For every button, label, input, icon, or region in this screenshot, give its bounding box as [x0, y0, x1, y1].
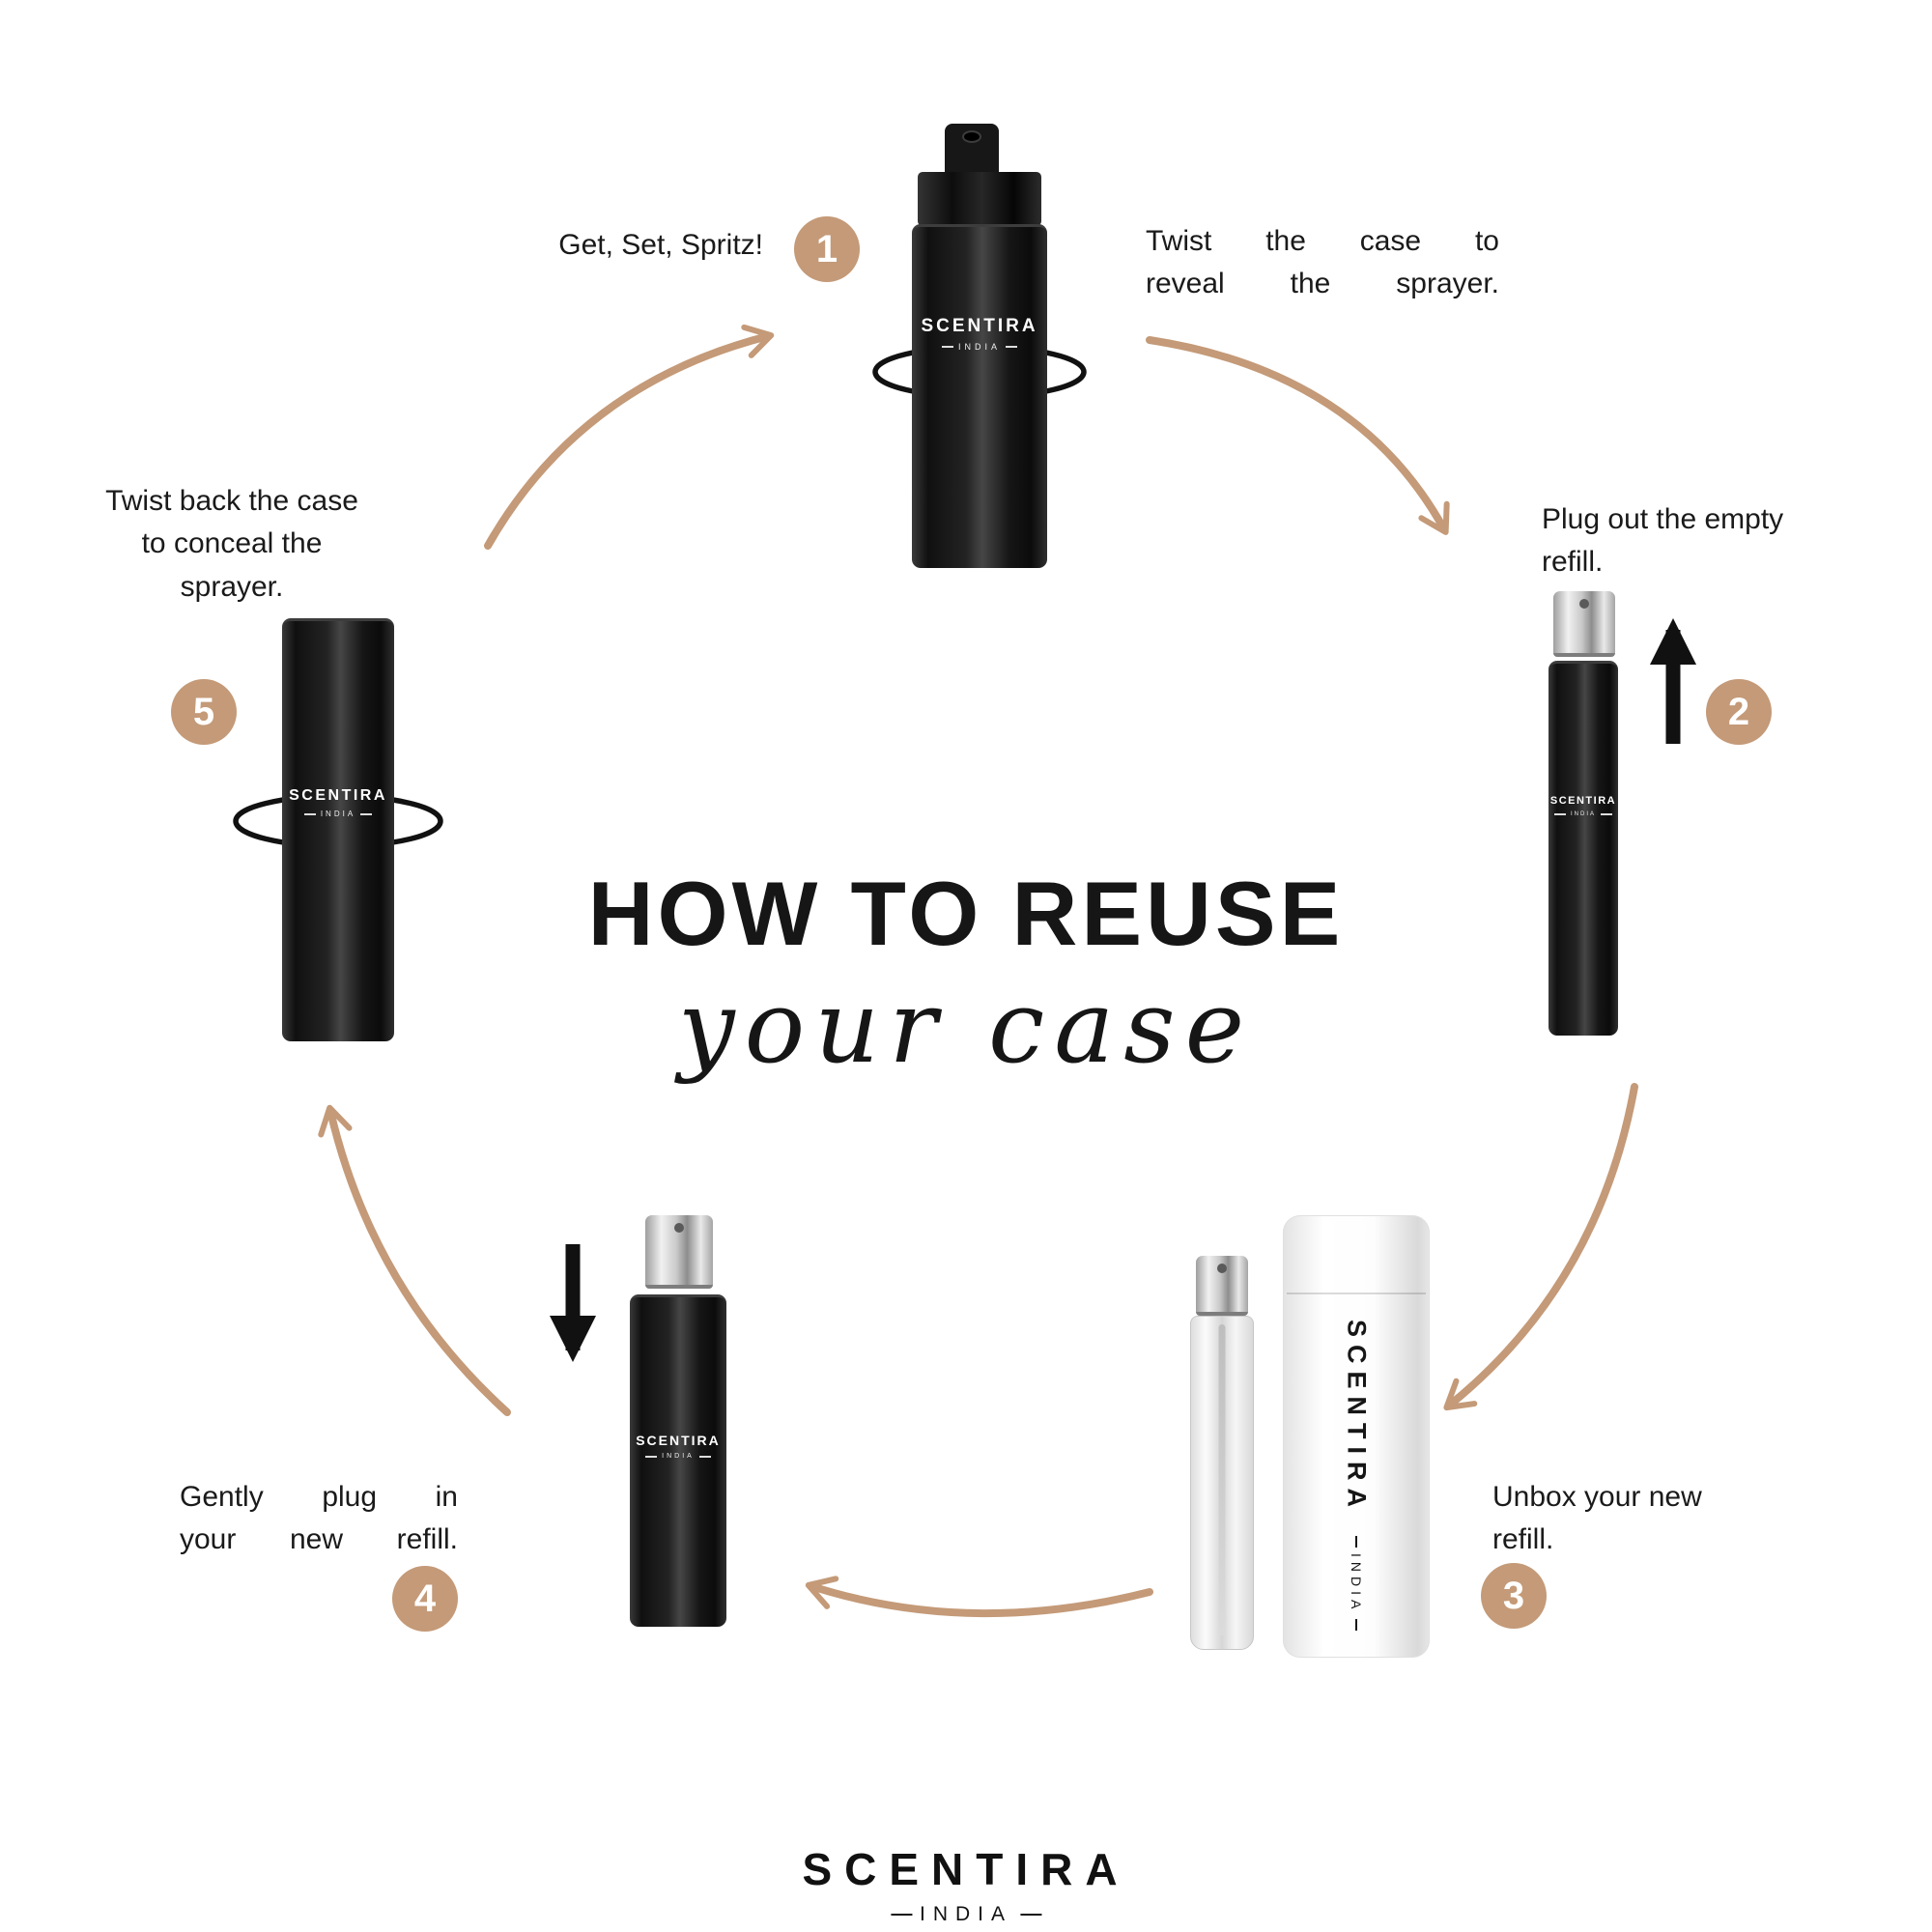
- refill-box-icon: SCENTIRA INDIA: [1283, 1215, 1430, 1658]
- black-case-icon: SCENTIRA INDIA: [630, 1294, 726, 1627]
- curved-arrow-step1-to-step2-icon: [1146, 336, 1450, 535]
- black-case-icon: SCENTIRA INDIA: [1548, 661, 1618, 1036]
- brand-logo-sub: INDIA: [802, 1903, 1129, 1926]
- title-script: your case: [677, 968, 1255, 1086]
- bottle-brand-sublabel: INDIA: [630, 1453, 726, 1460]
- step5-caption: Twist back the case to conceal the spray…: [105, 485, 358, 603]
- refill-box-brand-label: SCENTIRA: [1342, 1320, 1372, 1516]
- curved-arrow-step3-to-step4-icon: [805, 1576, 1153, 1618]
- curved-arrow-step5-to-step1-icon: [484, 324, 775, 550]
- bottle-brand-sublabel: INDIA: [282, 810, 394, 818]
- page-title: HOW TO REUSE your case: [386, 862, 1546, 1086]
- brand-logo: SCENTIRA INDIA: [802, 1843, 1129, 1926]
- bottle-brand-label: SCENTIRA: [636, 1433, 721, 1448]
- curved-arrow-step2-to-step3-icon: [1443, 1083, 1638, 1411]
- chrome-sprayer-icon: [645, 1215, 713, 1289]
- black-case-icon: SCENTIRA INDIA: [282, 618, 394, 1041]
- bottle-brand-label: SCENTIRA: [289, 787, 387, 804]
- bottle-brand-label: SCENTIRA: [921, 316, 1038, 336]
- bottle-brand-sublabel: INDIA: [1548, 811, 1618, 817]
- sprayer-nozzle-icon: [945, 124, 999, 174]
- step3-caption: Unbox your new refill.: [1492, 1481, 1702, 1556]
- refill-vial-cap-icon: [1196, 1256, 1248, 1316]
- curved-arrow-step4-to-step5-icon: [318, 1104, 511, 1416]
- step1-number-badge: 1: [794, 216, 860, 282]
- refill-box-brand-sublabel: INDIA: [1349, 1536, 1364, 1631]
- chrome-sprayer-icon: [1553, 591, 1615, 657]
- refill-box-seam: [1287, 1293, 1426, 1294]
- title-main: HOW TO REUSE: [587, 863, 1345, 964]
- step1-caption: Get, Set, Spritz!: [558, 229, 763, 261]
- sprayer-collar-icon: [918, 172, 1041, 226]
- black-case-icon: SCENTIRA INDIA: [912, 224, 1047, 568]
- step2-number-badge: 2: [1706, 679, 1772, 745]
- bottle-brand-sublabel: INDIA: [912, 342, 1047, 352]
- bottle-brand-label: SCENTIRA: [1549, 795, 1617, 807]
- brand-logo-name: SCENTIRA: [802, 1844, 1130, 1894]
- step4-caption: Gently plug in your new refill.: [180, 1481, 458, 1556]
- step2-instruction-caption: Twist the case to reveal the sprayer.: [1146, 225, 1499, 300]
- step2-caption: Plug out the empty refill.: [1542, 503, 1784, 579]
- step4-number-badge: 4: [392, 1566, 458, 1632]
- refill-vial-icon: [1190, 1316, 1254, 1650]
- step3-number-badge: 3: [1481, 1563, 1547, 1629]
- step5-number-badge: 5: [171, 679, 237, 745]
